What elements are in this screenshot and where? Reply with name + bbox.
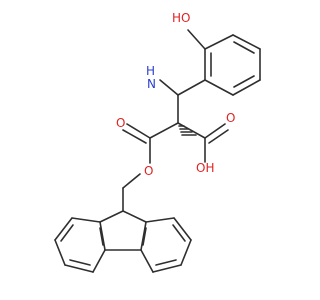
bond bbox=[99, 227, 104, 246]
ester-carbonyl-o-label: O bbox=[116, 116, 125, 130]
bond bbox=[99, 210, 124, 223]
bond bbox=[173, 217, 192, 241]
bond bbox=[155, 259, 177, 266]
bond bbox=[232, 79, 261, 96]
bond bbox=[204, 79, 234, 96]
fluorene bbox=[54, 210, 192, 273]
bond bbox=[177, 79, 206, 96]
bond bbox=[232, 34, 261, 50]
bond bbox=[126, 123, 151, 139]
molecule-diagram: HO H N O O O OH bbox=[54, 11, 261, 273]
bond bbox=[177, 122, 206, 139]
ester-o-label: O bbox=[144, 164, 153, 178]
bond bbox=[233, 75, 255, 88]
acid-oh-label: OH bbox=[196, 161, 214, 175]
bond bbox=[152, 264, 182, 273]
bond bbox=[99, 221, 106, 251]
structure-canvas: HO H N O O O OH bbox=[54, 11, 261, 273]
amino-n-label: N bbox=[147, 77, 156, 91]
bond bbox=[140, 221, 147, 251]
bond bbox=[71, 217, 101, 223]
bond bbox=[122, 210, 147, 223]
bond bbox=[204, 34, 234, 50]
bond bbox=[180, 239, 192, 266]
hydroxyl-label: HO bbox=[172, 11, 190, 25]
bond bbox=[142, 227, 147, 246]
bond bbox=[64, 264, 94, 273]
bond bbox=[149, 122, 179, 139]
bond bbox=[187, 29, 206, 50]
bond bbox=[54, 239, 66, 266]
bond bbox=[54, 217, 73, 241]
acid-carbonyl-o-label: O bbox=[226, 111, 235, 125]
bond bbox=[145, 217, 175, 223]
bond bbox=[208, 129, 229, 144]
bond bbox=[233, 41, 255, 54]
bond bbox=[159, 79, 179, 96]
bond bbox=[60, 224, 74, 242]
bond bbox=[122, 173, 141, 189]
bond bbox=[92, 249, 106, 273]
bond bbox=[122, 129, 147, 144]
amino-h-label: H bbox=[146, 64, 155, 78]
hashed-wedge bbox=[178, 125, 197, 136]
bond bbox=[140, 249, 154, 273]
bond bbox=[204, 123, 226, 139]
bond bbox=[69, 259, 91, 266]
bond bbox=[172, 224, 186, 242]
phenol-ring bbox=[204, 34, 261, 96]
